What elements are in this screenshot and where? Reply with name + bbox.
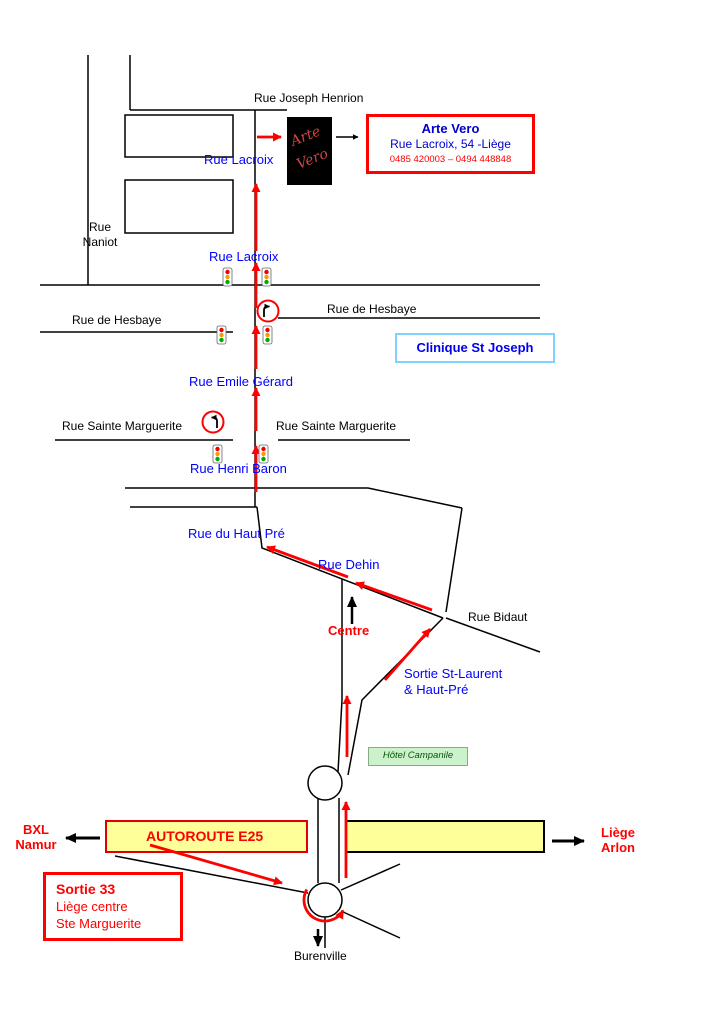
roundabouts	[307, 765, 343, 918]
street-label-naniot: Rue Naniot	[82, 220, 118, 249]
street-label-ste-marguerite-left: Rue Sainte Marguerite	[62, 419, 183, 433]
route-arrow	[383, 628, 432, 681]
traffic-light-icon	[258, 444, 269, 464]
traffic-light-icon	[261, 267, 272, 287]
street-haut-pre-dehin	[256, 506, 444, 619]
route-arrow	[266, 545, 349, 579]
street-label-hesbaye-right: Rue de Hesbaye	[327, 302, 417, 316]
hotel-campanile-box: Hôtel Campanile	[368, 747, 468, 766]
street-label-haut-pre: Rue du Haut Pré	[188, 526, 285, 541]
direction-label-liege-arlon: Liège Arlon	[601, 825, 635, 855]
street-label-joseph-henrion: Rue Joseph Henrion	[254, 91, 364, 105]
street-bidaut-link	[367, 487, 463, 509]
destination-address: Rue Lacroix, 54 -Liège	[390, 137, 511, 151]
arte-vero-logo: Arte Vero	[287, 117, 332, 185]
autoroute-band-east	[345, 820, 545, 853]
street-label-ste-marguerite-right: Rue Sainte Marguerite	[276, 419, 397, 433]
route-arrow	[149, 843, 283, 886]
traffic-light-icon	[262, 325, 273, 345]
street-label-emile-gerard: Rue Emile Gérard	[189, 374, 294, 389]
right-turn-icon	[256, 299, 280, 323]
autoroute-label: AUTOROUTE E25	[146, 828, 264, 844]
street-label-dehin: Rue Dehin	[318, 557, 380, 572]
label-centre: Centre	[328, 623, 370, 638]
traffic-light-icon	[222, 267, 233, 287]
roundabout-burenville	[307, 882, 343, 918]
destination-phones: 0485 420003 – 0494 448848	[389, 154, 512, 165]
street-network	[40, 55, 541, 948]
direction-arrows	[65, 134, 585, 947]
street-label-henri-baron: Rue Henri Baron	[190, 461, 287, 476]
sortie-33-line2: Liège centre	[56, 899, 128, 914]
street-stub-ne	[340, 863, 401, 891]
sortie-33-title: Sortie 33	[56, 881, 116, 897]
label-sortie-st-laurent: Sortie St-Laurent & Haut-Pré	[404, 666, 503, 697]
label-burenville: Burenville	[294, 949, 347, 963]
autoroute-band-west	[105, 820, 308, 853]
traffic-light-icon	[212, 444, 223, 464]
sortie-33-line3: Ste Marguerite	[56, 916, 142, 931]
street-label-bidaut: Rue Bidaut	[468, 610, 528, 624]
destination-name: Arte Vero	[421, 121, 480, 136]
city-block	[124, 114, 234, 158]
route-arrow-roundabout	[302, 888, 345, 923]
street-sortie33-ramp	[114, 855, 309, 894]
street-stub-se	[340, 910, 401, 939]
route-arrows	[149, 132, 433, 923]
street-bidaut	[445, 507, 463, 613]
city-block	[124, 179, 234, 234]
traffic-light-icon	[216, 325, 227, 345]
street-bidaut-south	[445, 617, 541, 653]
direction-label-bxl-namur: BXL Namur	[15, 822, 57, 852]
left-turn-icon	[201, 410, 225, 434]
street-centre-road	[337, 579, 343, 773]
destination-box: Arte Vero Rue Lacroix, 54 -Liège 0485 42…	[366, 114, 535, 174]
roundabout-north	[307, 765, 343, 801]
street-label-lacroix-top: Rue Lacroix	[204, 152, 274, 167]
clinique-box: Clinique St Joseph	[395, 333, 555, 363]
street-label-hesbaye-left: Rue de Hesbaye	[72, 313, 162, 327]
street-label-lacroix-mid: Rue Lacroix	[209, 249, 279, 264]
sortie-33-box: Sortie 33 Liège centre Ste Marguerite	[43, 872, 183, 941]
route-arrow	[355, 581, 433, 612]
